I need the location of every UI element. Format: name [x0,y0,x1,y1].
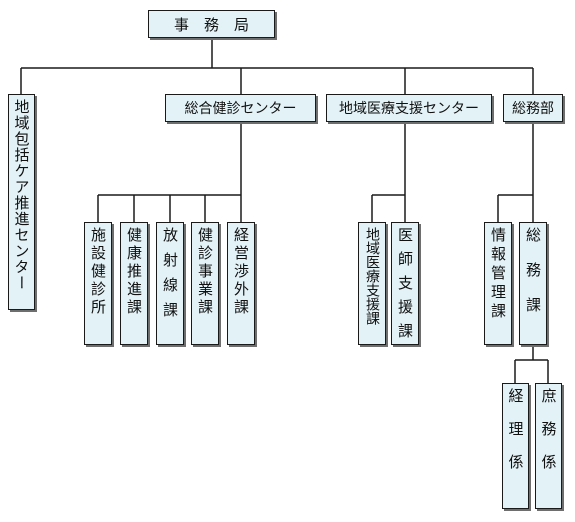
general-affairs-unit-box: 総務課 [519,222,547,345]
general-affairs-unit-box: 情報管理課 [484,222,512,345]
health-unit-label: 経営渉外課 [232,227,250,317]
health-unit-box: 健康推進課 [120,222,148,345]
root-office-box: 事 務 局 [148,10,275,38]
health-unit-label: 健診事業課 [196,227,214,317]
health-unit-label: 健康推進課 [125,227,143,317]
general-affairs-unit-label: 総務課 [524,227,542,332]
community-care-center-box: 地域包括ケア推進センター [8,94,35,310]
health-unit-box: 施設健診所 [84,222,112,345]
health-center-box: 総合健診センター [165,94,316,122]
root-office-label: 事 務 局 [173,15,249,34]
general-affairs-section-label: 経理係 [506,388,525,487]
general-affairs-section-box: 経理係 [502,383,529,509]
general-affairs-label: 総務部 [512,101,554,117]
medical-support-center-label: 地域医療支援センター [339,101,479,117]
health-unit-label: 施設健診所 [89,227,107,317]
medical-support-unit-box: 医師支援課 [391,222,419,347]
medical-support-unit-label: 医師支援課 [396,227,414,347]
general-affairs-section-box: 庶務係 [535,383,562,509]
general-affairs-box: 総務部 [503,94,563,122]
medical-support-unit-box: 地域医療支援課 [358,222,386,345]
medical-support-unit-label: 地域医療支援課 [364,227,380,325]
medical-support-center-box: 地域医療支援センター [326,94,492,122]
community-care-center-label: 地域包括ケア推進センター [12,99,31,291]
health-center-label: 総合健診センター [184,101,297,117]
general-affairs-unit-label: 情報管理課 [489,227,507,322]
health-unit-box: 経営渉外課 [227,222,255,345]
health-unit-box: 放射線課 [156,222,184,345]
general-affairs-section-label: 庶務係 [539,388,558,487]
health-unit-box: 健診事業課 [191,222,219,345]
health-unit-label: 放射線課 [161,227,179,327]
